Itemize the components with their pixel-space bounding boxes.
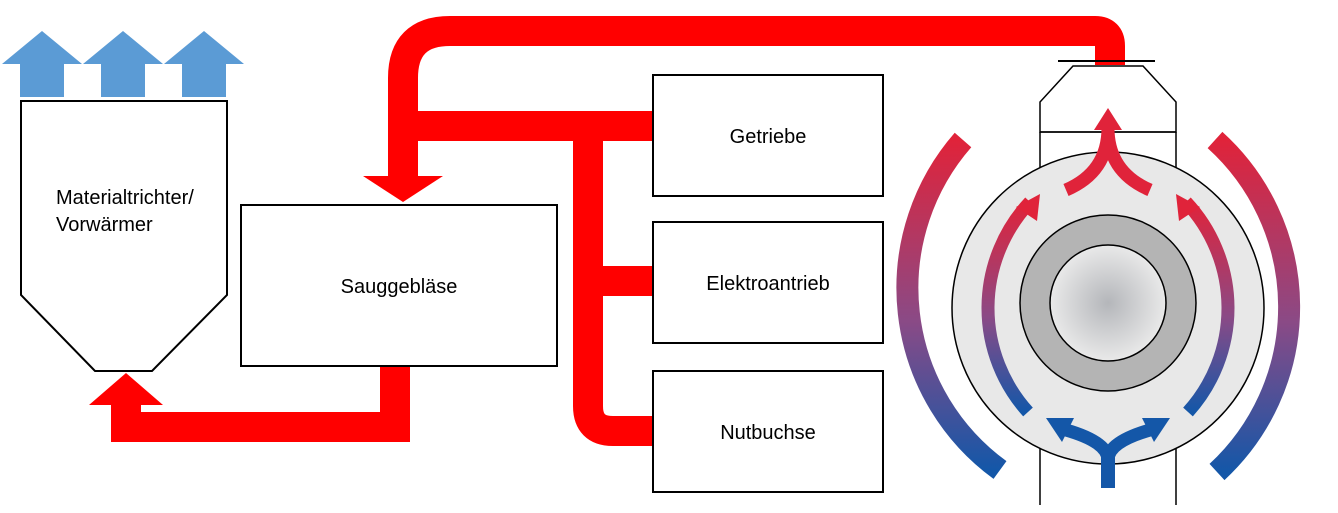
groove-bushing-box	[652, 370, 884, 493]
up-arrow-icon	[1094, 108, 1122, 130]
arrow-into-blower	[363, 176, 443, 202]
motor-box	[652, 221, 884, 344]
motor-label: Elektroantrieb	[706, 273, 829, 295]
curved-arrow-icon	[1016, 194, 1040, 221]
up-arrow-icon	[2, 31, 82, 97]
gearbox-label: Getriebe	[730, 126, 807, 148]
duct-extruder-to-blower	[388, 16, 1125, 176]
material-hopper	[20, 100, 228, 372]
curved-arrow-icon	[1176, 194, 1200, 221]
inner-flow-arc-left	[981, 197, 1035, 417]
outer-flow-arc-right	[1207, 131, 1301, 481]
hopper-label-line1: Materialtrichter/	[56, 187, 194, 209]
gearbox-box	[652, 74, 884, 197]
blower-label: Sauggebläse	[341, 276, 458, 298]
groove-bushing-label: Nutbuchse	[720, 422, 816, 444]
hopper-label-line2: Vorwärmer	[56, 214, 153, 236]
screw-core	[1049, 244, 1167, 362]
extruder-cross-section	[896, 60, 1301, 505]
suction-blower-box	[240, 204, 558, 367]
curved-arrow-icon	[1046, 418, 1074, 442]
hopper-vent-arrows	[2, 31, 244, 97]
outer-flow-arc-left	[896, 132, 1007, 479]
up-arrow-icon	[83, 31, 163, 97]
duct-blower-to-hopper	[111, 367, 410, 442]
up-arrow-icon	[164, 31, 244, 97]
arrow-into-hopper	[89, 373, 163, 405]
curved-arrow-icon	[1142, 418, 1170, 442]
inner-flow-arc-right	[1181, 197, 1235, 417]
bottom-fork-arrow-branches	[1064, 423, 1152, 461]
duct-collector	[573, 126, 655, 446]
hot-air-ducts	[111, 16, 1125, 446]
